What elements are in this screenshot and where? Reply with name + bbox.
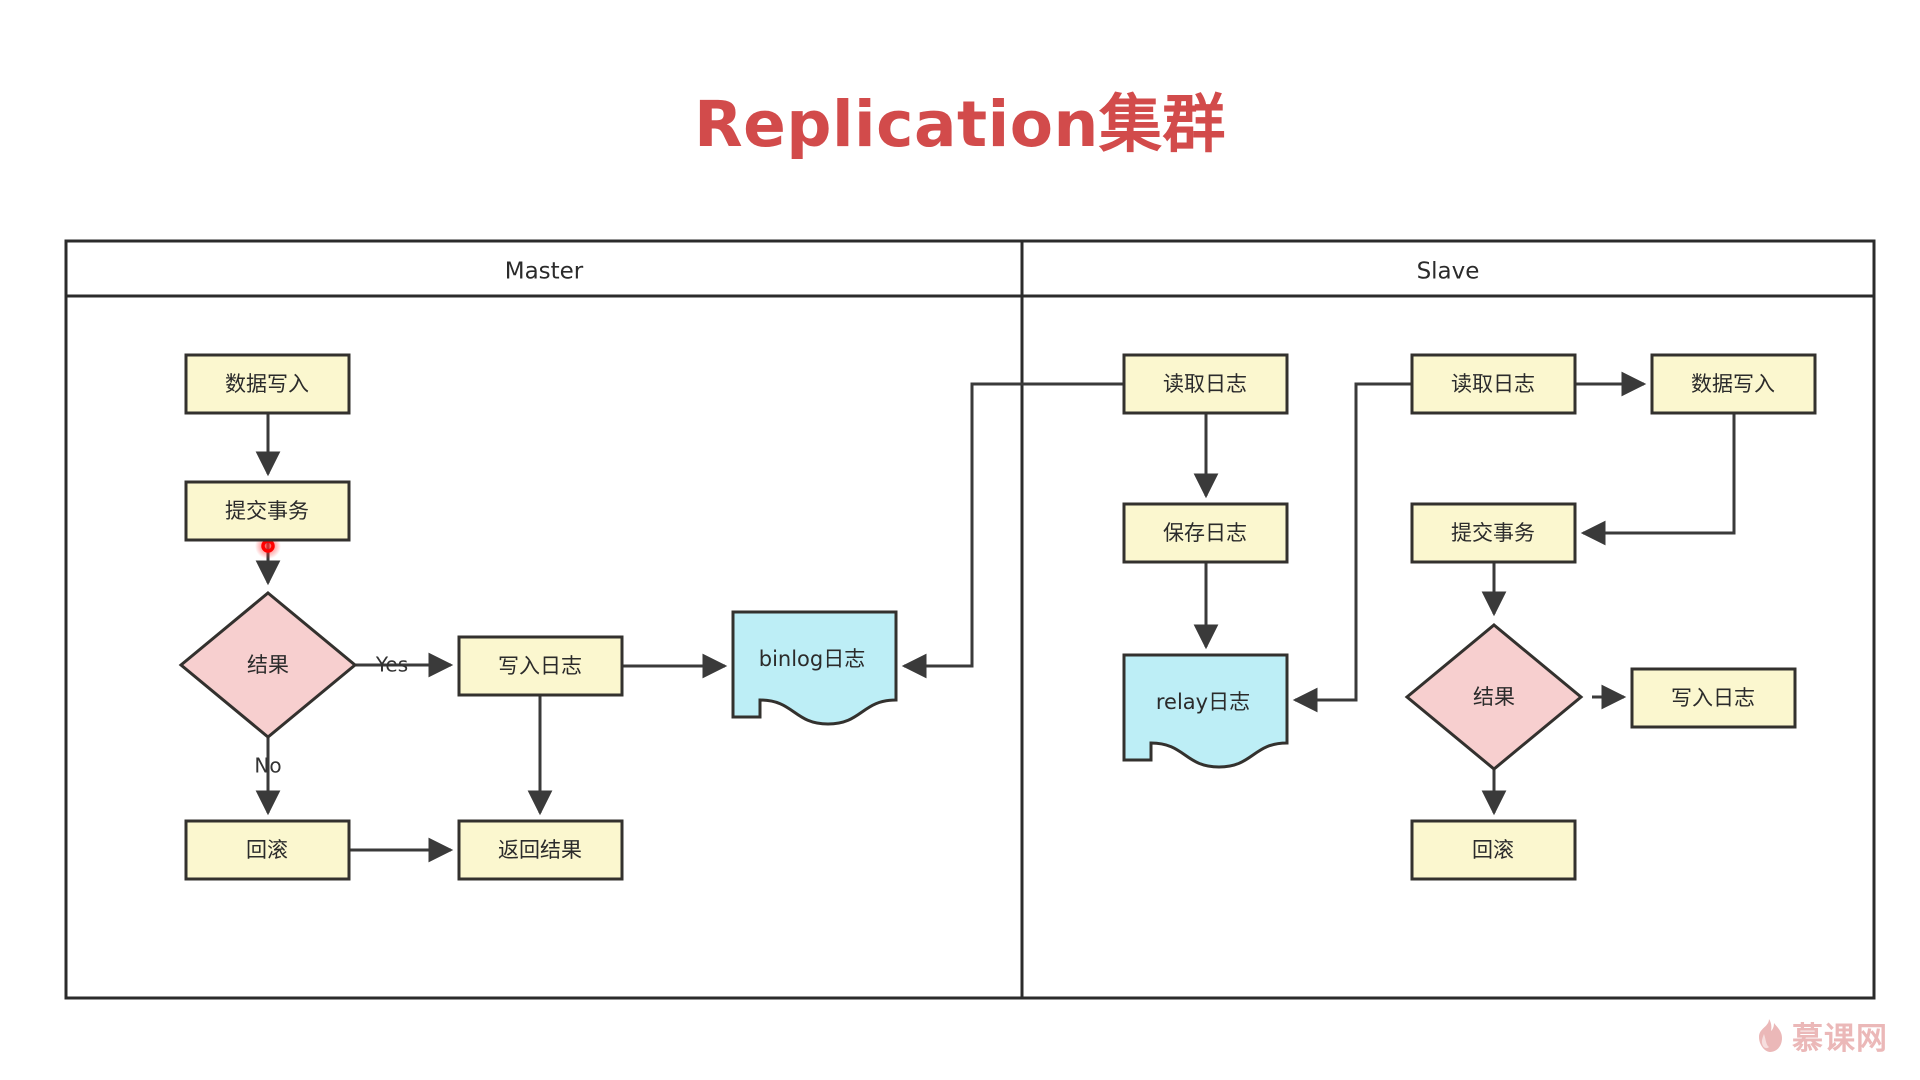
watermark-text: 慕课网: [1792, 1021, 1888, 1057]
node-write-log-master[interactable]: 写入日志: [457, 635, 624, 697]
node-label: 数据写入: [1691, 372, 1775, 396]
edge-write-to-commit-slave: [1580, 413, 1736, 546]
node-label: 读取日志: [1451, 372, 1535, 396]
node-data-write-master[interactable]: 数据写入: [184, 353, 351, 415]
node-result-decision-slave[interactable]: 结果: [1404, 623, 1584, 771]
edges-master: Yes No: [254, 413, 728, 863]
lane-label-slave: Slave: [1417, 259, 1480, 285]
node-binlog-document[interactable]: binlog日志: [731, 610, 898, 726]
node-rollback-master[interactable]: 回滚: [184, 819, 351, 881]
node-commit-transaction-slave[interactable]: 提交事务: [1410, 502, 1577, 564]
node-relay-log-document[interactable]: relay日志: [1122, 653, 1289, 769]
node-label: 提交事务: [225, 499, 309, 523]
node-read-log-slave-io[interactable]: 读取日志: [1122, 353, 1289, 415]
node-read-log-slave-sql[interactable]: 读取日志: [1410, 353, 1577, 415]
node-rollback-slave[interactable]: 回滚: [1410, 819, 1577, 881]
node-label: binlog日志: [759, 647, 866, 671]
edges-cross-lane: [901, 382, 1124, 679]
node-label: 返回结果: [498, 838, 582, 862]
node-label: 读取日志: [1163, 372, 1247, 396]
node-label: 写入日志: [1671, 686, 1755, 710]
node-label: 回滚: [246, 838, 288, 862]
node-label: 保存日志: [1163, 521, 1247, 545]
node-write-log-slave[interactable]: 写入日志: [1630, 667, 1797, 729]
edge-read2-to-relay: [1292, 382, 1412, 713]
node-label: 结果: [247, 653, 289, 677]
node-commit-transaction-master[interactable]: 提交事务: [184, 480, 351, 542]
edge-label-yes: Yes: [375, 653, 408, 677]
edge-label-no: No: [254, 754, 281, 778]
edges-slave: [1193, 371, 1736, 816]
flame-icon: [1759, 1018, 1782, 1052]
node-label: relay日志: [1156, 690, 1250, 714]
swimlane-frame: Master Slave: [64, 239, 1876, 1000]
node-label: 提交事务: [1451, 521, 1535, 545]
node-data-write-slave[interactable]: 数据写入: [1650, 353, 1817, 415]
edge-slaveread-to-binlog: [901, 382, 1124, 679]
watermark: 慕课网: [1750, 1013, 1888, 1058]
node-label: 数据写入: [225, 372, 309, 396]
node-save-log-slave[interactable]: 保存日志: [1122, 502, 1289, 564]
node-return-result-master[interactable]: 返回结果: [457, 819, 624, 881]
lane-outer-border: [64, 239, 1876, 1000]
node-label: 回滚: [1472, 838, 1514, 862]
node-label: 写入日志: [498, 654, 582, 678]
page-title: Replication集群: [694, 88, 1226, 161]
node-result-decision-master[interactable]: 结果: [178, 591, 358, 739]
node-label: 结果: [1473, 685, 1515, 709]
lane-label-master: Master: [505, 259, 584, 285]
